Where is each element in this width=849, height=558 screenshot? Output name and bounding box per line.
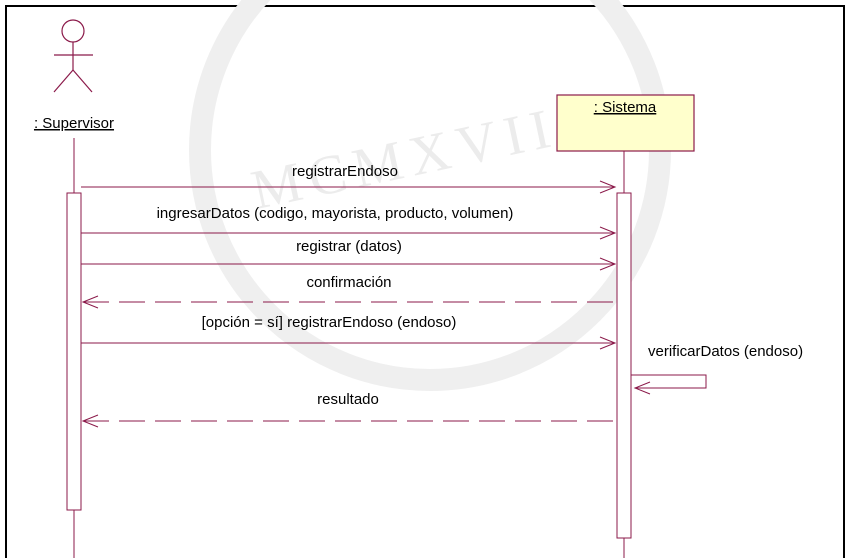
message-label: resultado (317, 391, 379, 408)
activation-bar-sistema (616, 192, 632, 539)
arrowhead-icon (599, 336, 617, 350)
message-resultado[interactable]: resultado (81, 391, 615, 428)
object-name: : Sistema (594, 99, 657, 116)
message-label: registrarEndoso (292, 163, 398, 180)
activation-bar-supervisor (66, 192, 82, 511)
arrowhead-icon (81, 414, 99, 428)
message-label: verificarDatos (endoso) (648, 343, 803, 360)
message-label: registrar (datos) (296, 238, 402, 255)
watermark-text: MCMXVII (246, 97, 563, 222)
message-registrarendoso[interactable]: registrarEndoso (81, 163, 617, 194)
message-verificardatos[interactable]: verificarDatos (endoso) (631, 343, 803, 395)
actor-name: : Supervisor (34, 115, 114, 132)
message-label: ingresarDatos (codigo, mayorista, produc… (157, 205, 514, 222)
message-confirmacion[interactable]: confirmación (81, 274, 615, 309)
actor-supervisor[interactable]: : Supervisor (34, 19, 114, 132)
message-label: confirmación (306, 274, 391, 291)
arrowhead-icon (599, 180, 617, 194)
message-ingresardatos[interactable]: ingresarDatos (codigo, mayorista, produc… (81, 205, 617, 240)
message-registrar[interactable]: registrar (datos) (81, 238, 617, 271)
message-registrarendoso-endoso[interactable]: [opción = sí] registrarEndoso (endoso) (81, 314, 617, 350)
diagram-frame (5, 5, 845, 558)
arrowhead-icon (599, 226, 617, 240)
arrowhead-icon (633, 381, 651, 395)
object-sistema[interactable]: : Sistema (556, 94, 695, 152)
arrowhead-icon (599, 257, 617, 271)
actor-head-icon (61, 19, 85, 43)
message-label: [opción = sí] registrarEndoso (endoso) (202, 314, 457, 331)
object-box (556, 94, 695, 152)
arrowhead-icon (81, 295, 99, 309)
